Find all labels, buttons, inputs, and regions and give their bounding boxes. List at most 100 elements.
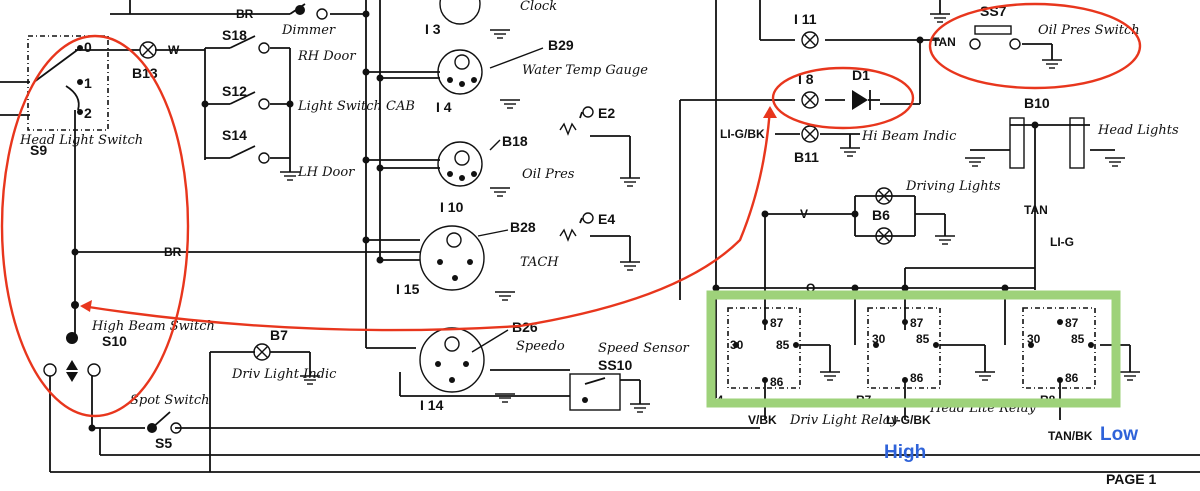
b11-lamp: LI-G/BK B11 Hi Beam Indic: [720, 125, 957, 165]
ground-symbols: [280, 13, 1140, 413]
b6-driving-lights: V B6 Driving Lights O: [800, 179, 1001, 295]
b28-label: B28: [510, 219, 536, 235]
r4-pin30: 30: [730, 338, 744, 352]
relay-r4: 87 30 85 86 R4 V/BK: [708, 307, 801, 427]
i3-label: I 3: [425, 21, 441, 37]
i4-label: I 4: [436, 99, 452, 115]
wire-br-top: BR: [236, 7, 254, 21]
gauge-i3: I 3 Clock: [425, 0, 557, 37]
wire-tan-top: TAN: [932, 35, 956, 49]
gauge-i15: B28 I 15 TACH: [396, 219, 559, 297]
gauge-i10: B18 I 10 Oil Pres: [437, 133, 575, 215]
switch-circle: [0, 34, 190, 418]
wire-lig: LI-G: [1050, 235, 1074, 249]
sensor-e2: E2: [559, 105, 615, 136]
b10-headlights: B10 Head Lights TAN LI-G: [1009, 95, 1179, 249]
relay-highlight-box: [706, 290, 1121, 408]
r4-pin87: 87: [770, 316, 784, 330]
e2-label: E2: [598, 105, 615, 121]
wire-v: V: [800, 207, 808, 221]
r7-pin86: 86: [910, 371, 924, 385]
ss7-oil-pres-switch: TAN SS7 Oil Pres Switch: [932, 3, 1140, 50]
water-temp-note: Water Temp Gauge: [522, 63, 648, 78]
s9-label: S9: [30, 142, 47, 158]
i11-label: I 11: [794, 11, 817, 27]
r4-pin85: 85: [776, 338, 790, 352]
ss10-label: SS10: [598, 357, 632, 373]
b18-label: B18: [502, 133, 528, 149]
junction-dots: [71, 10, 1039, 432]
s14-note: LH Door: [297, 165, 355, 180]
arrow-head-left: [80, 300, 92, 312]
b6-label: B6: [872, 207, 890, 223]
dimmer: BR Dimmer: [236, 3, 336, 38]
s9-pos-0: 0: [84, 39, 92, 55]
wire-lig-bk-top: LI-G/BK: [720, 127, 765, 141]
high-label: High: [884, 442, 926, 463]
r8-pin87: 87: [1065, 316, 1079, 330]
r8-pin86: 86: [1065, 371, 1079, 385]
low-label: Low: [1100, 424, 1138, 445]
s12-note: Light Switch CAB: [297, 99, 415, 114]
sensor-e4: E4: [559, 211, 615, 242]
driv-light-relay-note: Driv Light Relay: [789, 413, 899, 428]
red-annotations: [0, 2, 1142, 418]
wire-tan2: TAN: [1024, 203, 1048, 217]
i8-d1: I 8 D1: [798, 67, 880, 110]
dimmer-note: Dimmer: [281, 23, 336, 38]
s9-pos-1: 1: [84, 75, 92, 91]
s9-pos-2: 2: [84, 105, 92, 121]
s10-note: High Beam Switch: [91, 319, 215, 334]
s18-note: RH Door: [297, 49, 356, 64]
i8-d1-circle: [771, 66, 915, 130]
b11-label: B11: [794, 149, 819, 165]
b10-label: B10: [1024, 95, 1050, 111]
s10-highbeam-switch: S10 High Beam Switch: [43, 319, 215, 382]
d1-label: D1: [852, 67, 870, 83]
clock-note: Clock: [520, 0, 557, 14]
b7-label: B7: [270, 327, 288, 343]
s5-spot-switch: S5 Spot Switch: [130, 393, 209, 451]
s10-label: S10: [102, 333, 127, 349]
s9-note: Head Light Switch: [19, 133, 143, 148]
oil-pres-gauge-note: Oil Pres: [522, 167, 575, 182]
i8-label: I 8: [798, 71, 814, 87]
door-switches: S18 RH Door S12 Light Switch CAB S14 LH …: [222, 27, 415, 180]
b7-lamp: B7 Driv Light Indic: [231, 327, 337, 382]
s14-label: S14: [222, 127, 247, 143]
r8-pin85: 85: [1071, 332, 1085, 346]
wire-tan-bk: TAN/BK: [1048, 429, 1093, 443]
connection-arrow: [81, 107, 772, 332]
b13-lamp: B13 W: [132, 41, 180, 81]
i11-lamp: I 11: [794, 11, 819, 49]
i15-label: I 15: [396, 281, 420, 297]
driv-light-indic-note: Driv Light Indic: [231, 367, 337, 382]
wire-vbk: V/BK: [748, 413, 777, 427]
wire-o: O: [806, 281, 815, 295]
wire-br-mid: BR: [164, 245, 182, 259]
r7-pin87: 87: [910, 316, 924, 330]
hi-beam-indic-note: Hi Beam Indic: [861, 129, 957, 144]
relay-r8: 87 30 85 86 R8 TAN/BK: [1022, 307, 1096, 443]
s5-label: S5: [155, 435, 172, 451]
wire-w: W: [168, 43, 180, 57]
oil-pres-switch-note: Oil Pres Switch: [1038, 23, 1140, 38]
head-lights-note: Head Lights: [1097, 123, 1179, 138]
driving-lights-note: Driving Lights: [905, 179, 1001, 194]
r8-pin30: 30: [1027, 332, 1041, 346]
spot-switch-note: Spot Switch: [130, 393, 209, 408]
r4-pin86: 86: [770, 375, 784, 389]
page-number: PAGE 1: [1106, 471, 1157, 487]
tach-note: TACH: [520, 255, 559, 270]
i10-label: I 10: [440, 199, 464, 215]
s9-headlight-switch: 0 1 2 S9 Head Light Switch: [19, 35, 143, 158]
i14-label: I 14: [420, 397, 444, 413]
wires: [0, 0, 1200, 473]
s18-label: S18: [222, 27, 247, 43]
gauge-i4: B29 I 4 Water Temp Gauge: [436, 37, 648, 115]
e4-label: E4: [598, 211, 615, 227]
r7-pin85: 85: [916, 332, 930, 346]
s12-label: S12: [222, 83, 247, 99]
relay-r7: 87 30 85 86 R7 LI-G/BK: [856, 307, 941, 427]
